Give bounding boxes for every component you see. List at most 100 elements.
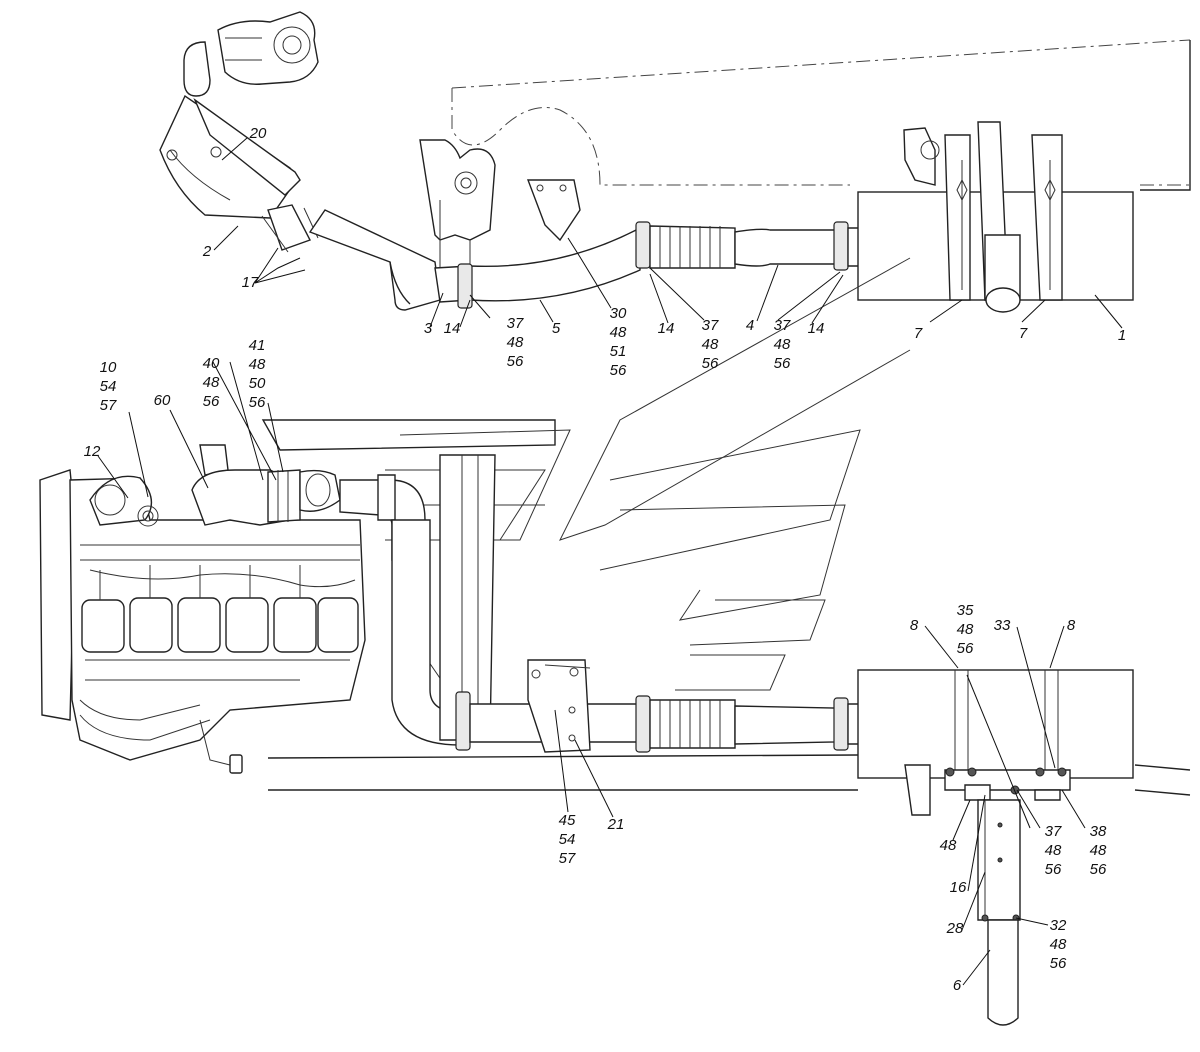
leader-lines — [97, 137, 1123, 986]
callout-c5: 5 — [552, 320, 561, 337]
turbocharger-top — [183, 11, 319, 97]
frame-outline-top — [451, 39, 1191, 191]
callout-line: 48 — [203, 374, 220, 391]
callout-c12: 12 — [84, 443, 101, 460]
callout-c1: 1 — [1118, 327, 1126, 344]
callout-line: 7 — [914, 325, 923, 342]
callout-line: 56 — [610, 362, 627, 379]
callout-line: 1 — [1118, 327, 1126, 344]
callout-c14b: 14 — [658, 320, 675, 337]
callout-line: 40 — [203, 355, 220, 372]
callout-line: 56 — [507, 353, 524, 370]
callout-line: 14 — [808, 320, 825, 337]
callout-line: 37 — [774, 317, 791, 334]
callout-line: 37 — [702, 317, 719, 334]
callout-line: 56 — [1050, 955, 1067, 972]
callout-c2: 2 — [202, 243, 212, 260]
callout-line: 48 — [1050, 936, 1067, 953]
callout-c7b: 7 — [1019, 325, 1028, 342]
callout-line: 56 — [1090, 861, 1107, 878]
callout-c28: 28 — [946, 920, 964, 937]
callout-c6: 6 — [953, 977, 962, 994]
callout-c60: 60 — [154, 392, 171, 409]
callout-line: 56 — [203, 393, 220, 410]
callout-c8b: 8 — [1067, 617, 1076, 634]
callout-c35: 35 48 56 — [957, 602, 974, 657]
callout-c17: 17 — [242, 274, 259, 291]
callout-c3: 3 — [424, 320, 433, 337]
callout-line: 54 — [100, 378, 117, 395]
callout-line: 37 — [1045, 823, 1062, 840]
callout-line: 16 — [950, 879, 967, 896]
callout-line: 37 — [507, 315, 524, 332]
callout-line: 50 — [249, 375, 266, 392]
callout-line: 8 — [910, 617, 919, 634]
callout-line: 48 — [249, 356, 266, 373]
callout-c14a: 14 — [444, 320, 461, 337]
callout-line: 51 — [610, 343, 627, 360]
callout-c14c: 14 — [808, 320, 825, 337]
callout-c10: 10 54 57 — [100, 359, 117, 414]
callout-line: 30 — [610, 305, 627, 322]
callout-line: 12 — [84, 443, 101, 460]
callout-line: 35 — [957, 602, 974, 619]
callout-line: 28 — [946, 920, 964, 937]
exhaust-pipe-bottom — [455, 659, 861, 753]
callout-line: 6 — [953, 977, 962, 994]
callout-line: 33 — [994, 617, 1011, 634]
callout-line: 21 — [607, 816, 625, 833]
callout-line: 48 — [1090, 842, 1107, 859]
callout-c37d: 37 48 56 — [1045, 823, 1062, 878]
frame-side-members — [261, 419, 1191, 796]
muffler-bottom — [857, 669, 1134, 816]
callout-c21: 21 — [607, 816, 625, 833]
callout-line: 14 — [658, 320, 675, 337]
callout-c32: 32 48 56 — [1050, 917, 1067, 972]
callout-line: 17 — [242, 274, 259, 291]
callout-line: 7 — [1019, 325, 1028, 342]
callout-line: 56 — [702, 355, 719, 372]
callout-c38: 38 48 56 — [1090, 823, 1107, 878]
callout-c33: 33 — [994, 617, 1011, 634]
callout-line: 48 — [610, 324, 627, 341]
callout-line: 48 — [940, 837, 957, 854]
callout-line: 8 — [1067, 617, 1076, 634]
callout-line: 32 — [1050, 917, 1067, 934]
callout-line: 56 — [1045, 861, 1062, 878]
callout-line: 57 — [559, 850, 576, 867]
callout-line: 54 — [559, 831, 576, 848]
callout-c7a: 7 — [914, 325, 923, 342]
callout-line: 60 — [154, 392, 171, 409]
callout-line: 3 — [424, 320, 433, 337]
callout-c8a: 8 — [910, 617, 919, 634]
callout-line: 48 — [1045, 842, 1062, 859]
callout-line: 56 — [957, 640, 974, 657]
exhaust-pipe-5-top — [434, 221, 861, 309]
callout-line: 14 — [444, 320, 461, 337]
callout-line: 2 — [202, 243, 212, 260]
callout-line: 10 — [100, 359, 117, 376]
callout-line: 20 — [249, 125, 267, 142]
tailpipe-bottom — [977, 799, 1021, 1026]
callout-line: 57 — [100, 397, 117, 414]
callout-line: 41 — [249, 337, 266, 354]
callout-line: 48 — [957, 621, 974, 638]
muffler-top — [857, 121, 1134, 313]
callout-line: 45 — [559, 812, 576, 829]
vertical-pipe-bottom — [391, 454, 496, 746]
exhaust-pipe-2-top — [159, 94, 441, 311]
callout-line: 4 — [746, 317, 754, 334]
callout-line: 38 — [1090, 823, 1107, 840]
engine-side-view — [39, 469, 366, 774]
callout-line: 56 — [249, 394, 266, 411]
callout-c4: 4 — [746, 317, 754, 334]
callout-line: 5 — [552, 320, 561, 337]
callout-c40: 40 48 56 — [203, 355, 220, 410]
callout-c20: 20 — [249, 125, 267, 142]
callout-c41: 41 48 50 56 — [249, 337, 266, 411]
